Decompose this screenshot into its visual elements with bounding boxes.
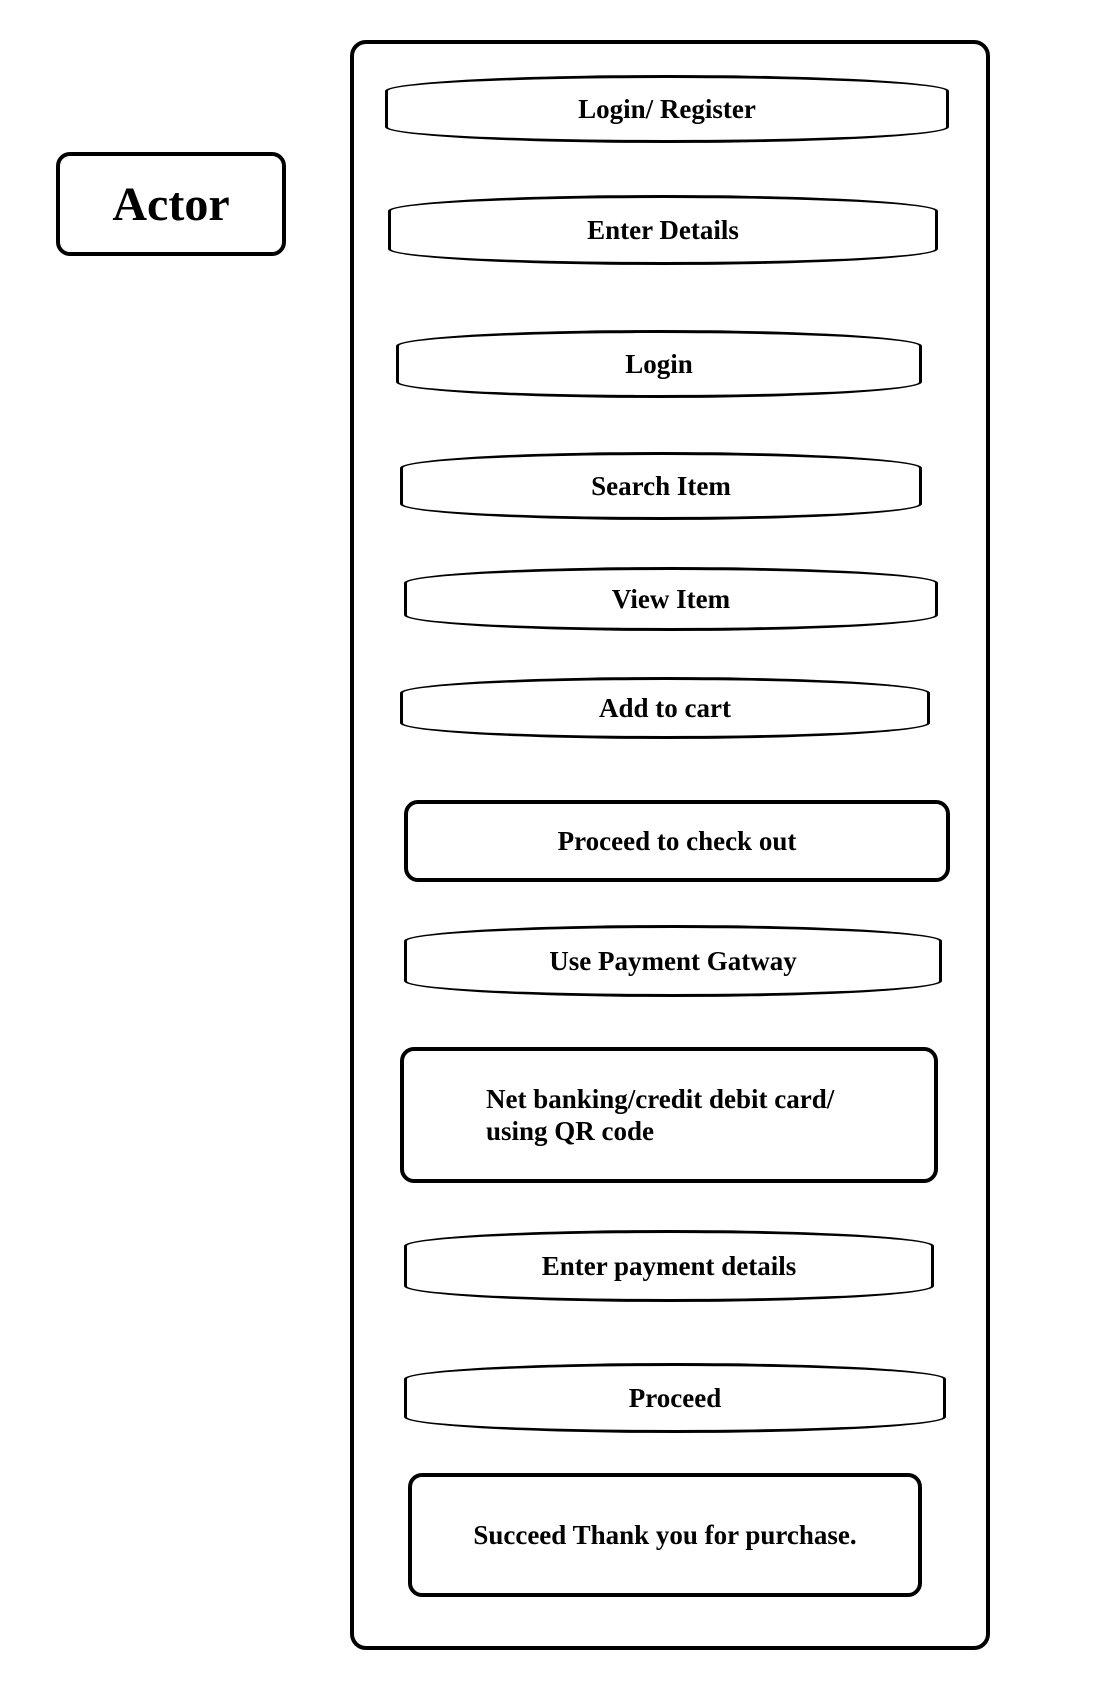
step-label: Enter Details — [587, 214, 739, 245]
step-login-register: Login/ Register — [385, 75, 949, 143]
step-label: Login/ Register — [578, 93, 756, 124]
step-label: Search Item — [591, 470, 731, 501]
step-label: Add to cart — [599, 692, 731, 723]
step-enter-payment-details: Enter payment details — [404, 1230, 934, 1302]
step-label: Proceed to check out — [557, 825, 797, 856]
actor-label: Actor — [112, 177, 230, 231]
step-label: Enter payment details — [541, 1250, 797, 1281]
step-success: Succeed Thank you for purchase. — [408, 1473, 922, 1597]
step-use-payment-gateway: Use Payment Gatway — [404, 925, 942, 997]
step-label: Proceed — [628, 1382, 722, 1413]
actor-box: Actor — [56, 152, 286, 256]
step-payment-methods: Net banking/credit debit card/ using QR … — [400, 1047, 938, 1183]
step-label: Login — [625, 348, 693, 379]
step-proceed: Proceed — [404, 1363, 946, 1433]
step-proceed-to-checkout: Proceed to check out — [404, 800, 950, 882]
step-search-item: Search Item — [400, 452, 922, 520]
step-label: View Item — [611, 583, 731, 614]
step-login: Login — [396, 330, 922, 398]
step-enter-details: Enter Details — [388, 195, 938, 265]
step-label: Succeed Thank you for purchase. — [473, 1519, 857, 1550]
step-label: Net banking/credit debit card/ using QR … — [486, 1083, 835, 1146]
step-label: Use Payment Gatway — [549, 945, 797, 976]
step-view-item: View Item — [404, 567, 938, 631]
step-add-to-cart: Add to cart — [400, 677, 930, 739]
system-boundary — [350, 40, 990, 1650]
